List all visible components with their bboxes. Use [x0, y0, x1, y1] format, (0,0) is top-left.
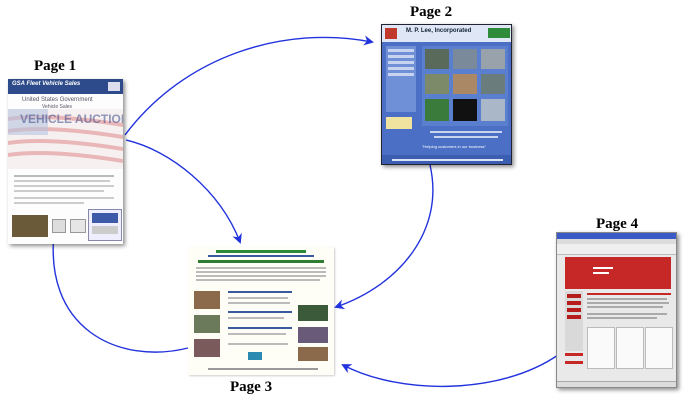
page3-photo — [194, 315, 220, 333]
page4-card — [645, 327, 673, 369]
arrow-page3-to-page1 — [48, 223, 189, 353]
arrow-page2-to-page3 — [334, 164, 434, 310]
arrow-page4-to-page3 — [341, 354, 559, 388]
page2-yellow-box — [386, 117, 412, 129]
page1-photo — [12, 215, 48, 237]
page1-text-line — [14, 202, 84, 204]
company-logo-icon — [385, 28, 397, 39]
page1-label: Page 1 — [34, 58, 77, 74]
page2-photo-grid — [422, 46, 508, 126]
page1-text-line — [14, 180, 110, 182]
page4-label: Page 4 — [596, 216, 639, 232]
flag-image: VEHICLE AUCTION — [8, 109, 123, 169]
page3-title-bar — [216, 250, 306, 253]
gsa-logo-icon — [108, 82, 120, 91]
page4-titlebar — [557, 233, 676, 239]
page1-text-line — [14, 175, 114, 177]
page4-card — [587, 327, 615, 369]
page4-toolbar — [557, 244, 676, 255]
page2-header-badge — [488, 28, 510, 38]
page2-tagline: "Helping customers in our business" — [422, 144, 486, 149]
page4-sidebar — [565, 291, 583, 351]
page3-photo — [298, 327, 328, 343]
page4-statusbar — [557, 381, 676, 387]
page2-header: M. P. Lee, Incorporated — [382, 25, 511, 42]
page1-line1: United States Government — [22, 97, 93, 103]
page3-photo — [194, 291, 220, 309]
page3-photo — [298, 305, 328, 321]
page1-thumbnail[interactable]: GSA Fleet Vehicle Sales United States Go… — [8, 79, 123, 244]
page2-banner: M. P. Lee, Incorporated — [406, 28, 472, 34]
page3-subtitle-bar — [208, 255, 314, 257]
page3-label: Page 3 — [230, 379, 273, 395]
page2-label: Page 2 — [410, 4, 453, 20]
page3-green-band — [198, 260, 324, 263]
page4-card — [616, 327, 644, 369]
page2-sidebar — [386, 46, 416, 112]
page1-header-text: GSA Fleet Vehicle Sales — [12, 81, 81, 87]
page1-text-line — [14, 190, 104, 192]
page1-screenshot — [88, 209, 122, 241]
page3-photo — [194, 339, 220, 357]
page1-header-bar: GSA Fleet Vehicle Sales — [8, 79, 123, 94]
page1-banner: VEHICLE AUCTION — [20, 112, 123, 126]
page4-thumbnail[interactable] — [556, 232, 677, 388]
page4-red-banner — [565, 257, 671, 289]
page1-text-line — [14, 185, 114, 187]
page1-text-line — [14, 197, 114, 199]
arrow-page1-to-page2 — [124, 35, 374, 136]
page2-text-line — [430, 131, 502, 133]
page3-thumbnail[interactable] — [188, 247, 334, 375]
page2-footer — [382, 155, 511, 164]
page2-thumbnail[interactable]: M. P. Lee, Incorporated "Helping custome… — [381, 24, 512, 165]
page3-logo-icon — [248, 352, 262, 360]
page4-menubar — [557, 239, 676, 244]
page1-icon — [52, 219, 66, 233]
page1-icon — [70, 219, 86, 233]
page1-line2: Vehicle Sales — [42, 104, 73, 110]
page3-photo — [298, 347, 328, 361]
arrow-page1-to-page3 — [125, 139, 242, 244]
page2-text-line — [434, 136, 498, 138]
